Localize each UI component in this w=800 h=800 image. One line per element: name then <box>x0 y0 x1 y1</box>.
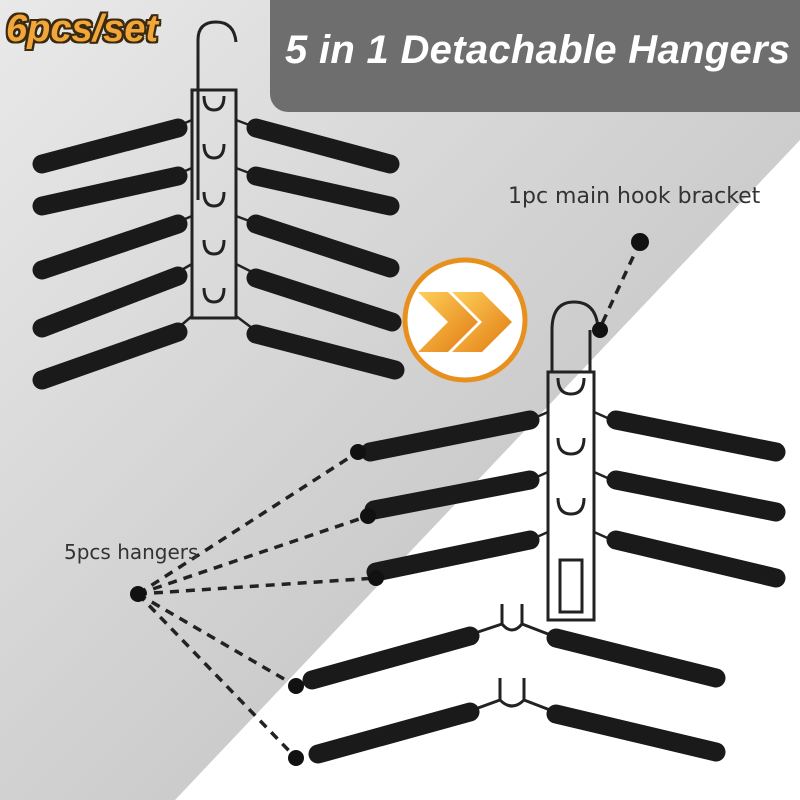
banner-title: 5 in 1 Detachable Hangers <box>285 28 791 72</box>
set-count-badge: 6pcs/set <box>6 8 159 50</box>
callout-dots <box>130 233 649 766</box>
callout-lines <box>136 241 642 760</box>
attached-hangers <box>360 410 786 588</box>
main-hook-label: 1pc main hook bracket <box>508 184 761 209</box>
double-chevron-right-icon <box>402 257 528 383</box>
hangers-label: 5pcs hangers <box>64 540 199 564</box>
assembled-hanger <box>32 20 405 390</box>
loose-hangers <box>302 604 726 764</box>
title-banner <box>270 0 800 112</box>
main-hook-bracket <box>546 300 600 622</box>
